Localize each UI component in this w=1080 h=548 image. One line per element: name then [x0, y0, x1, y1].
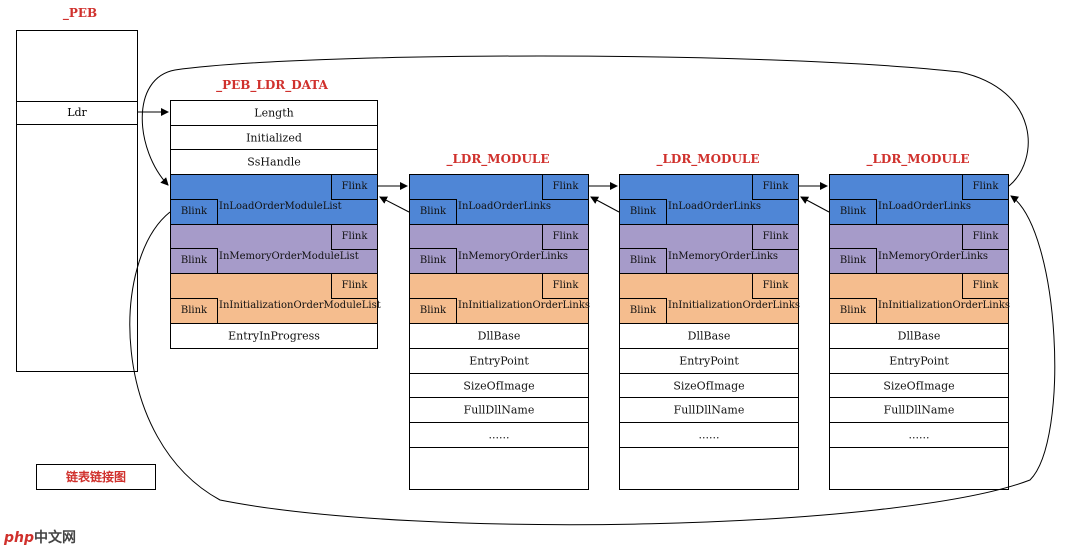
- list-name: InInitializationOrderModuleList: [219, 300, 381, 311]
- peb-title: _PEB: [62, 6, 98, 20]
- blink-arrow-2: [590, 196, 620, 213]
- field-sizeofimage: SizeOfImage: [830, 374, 1008, 398]
- blink-label: Blink: [410, 248, 457, 273]
- field-sizeofimage: SizeOfImage: [410, 374, 588, 398]
- field-entrypoint: EntryPoint: [410, 349, 588, 374]
- field-dllbase: DllBase: [620, 324, 798, 349]
- flink-label: Flink: [331, 225, 377, 250]
- list-name: InMemoryOrderLinks: [878, 251, 989, 262]
- peb-ldr-data-struct: Length Initialized SsHandle Flink InLoad…: [170, 100, 381, 349]
- field-dllbase: DllBase: [830, 324, 1008, 349]
- ldr-module-title-2: _LDR_MODULE: [656, 152, 760, 166]
- field-ellipsis: ......: [830, 423, 1008, 448]
- field-sizeofimage: SizeOfImage: [620, 374, 798, 398]
- blink-label: Blink: [410, 199, 457, 224]
- list-inmemoryorderlinks: Flink InMemoryOrderLinks Blink: [620, 225, 798, 274]
- blink-label: Blink: [620, 298, 667, 323]
- blink-label: Blink: [171, 199, 218, 224]
- flink-label: Flink: [752, 225, 798, 250]
- list-ininitorderlinks: Flink InInitializationOrderLinks Blink: [830, 274, 1011, 324]
- list-inloadorder: Flink InLoadOrderModuleList Blink: [171, 175, 377, 225]
- legend-box: 链表链接图: [36, 464, 156, 490]
- peb-struct: Ldr: [16, 30, 138, 372]
- peb-ldr-label: Ldr: [67, 106, 87, 119]
- blink-label: Blink: [171, 248, 218, 273]
- list-name: InMemoryOrderLinks: [668, 251, 779, 262]
- blink-label: Blink: [620, 248, 667, 273]
- list-ininitorderlinks: Flink InInitializationOrderLinks Blink: [620, 274, 801, 324]
- blink-arrow-1: [379, 196, 410, 213]
- list-ininitorderlinks: Flink InInitializationOrderLinks Blink: [410, 274, 591, 324]
- list-name: InInitializationOrderLinks: [878, 300, 1011, 311]
- list-inmemoryorderlinks: Flink InMemoryOrderLinks Blink: [830, 225, 1008, 274]
- field-entrypoint: EntryPoint: [620, 349, 798, 374]
- list-inloadorderlinks: Flink InLoadOrderLinks Blink: [830, 175, 1008, 225]
- field-sshandle: SsHandle: [171, 150, 377, 175]
- list-name: InLoadOrderLinks: [668, 201, 761, 212]
- list-name: InLoadOrderLinks: [878, 201, 971, 212]
- list-name: InLoadOrderLinks: [458, 201, 551, 212]
- field-dllbase: DllBase: [410, 324, 588, 349]
- field-entryinprogress: EntryInProgress: [228, 329, 320, 343]
- field-ellipsis: ......: [410, 423, 588, 448]
- peb-ldr-field: Ldr: [17, 101, 137, 125]
- list-name: InLoadOrderModuleList: [219, 201, 342, 212]
- ldr-module-title-3: _LDR_MODULE: [866, 152, 970, 166]
- flink-label: Flink: [542, 225, 588, 250]
- list-inloadorderlinks: Flink InLoadOrderLinks Blink: [620, 175, 798, 225]
- field-fulldllname: FullDllName: [620, 398, 798, 423]
- flink-label: Flink: [542, 274, 588, 299]
- field-entrypoint: EntryPoint: [830, 349, 1008, 374]
- ldr-module-2: Flink InLoadOrderLinks Blink Flink InMem…: [619, 174, 801, 490]
- flink-label: Flink: [331, 175, 377, 200]
- flink-label: Flink: [962, 225, 1008, 250]
- flink-label: Flink: [962, 274, 1008, 299]
- list-name: InInitializationOrderLinks: [458, 300, 591, 311]
- field-initialized: Initialized: [171, 126, 377, 150]
- blink-label: Blink: [830, 248, 877, 273]
- field-fulldllname: FullDllName: [830, 398, 1008, 423]
- flink-label: Flink: [752, 274, 798, 299]
- flink-label: Flink: [331, 274, 377, 299]
- list-name: InInitializationOrderLinks: [668, 300, 801, 311]
- blink-arrow-3: [800, 196, 830, 213]
- field-length: Length: [171, 101, 377, 126]
- list-inloadorderlinks: Flink InLoadOrderLinks Blink: [410, 175, 588, 225]
- blink-label: Blink: [830, 199, 877, 224]
- flink-label: Flink: [542, 175, 588, 200]
- list-inmemoryorderlinks: Flink InMemoryOrderLinks Blink: [410, 225, 588, 274]
- wrap-flink-arrow: [141, 55, 1029, 187]
- flink-label: Flink: [752, 175, 798, 200]
- ldr-module-3: Flink InLoadOrderLinks Blink Flink InMem…: [829, 174, 1011, 490]
- field-ellipsis: ......: [620, 423, 798, 448]
- list-inmemoryorder: Flink InMemoryOrderModuleList Blink: [171, 225, 377, 274]
- blink-label: Blink: [410, 298, 457, 323]
- blink-label: Blink: [830, 298, 877, 323]
- wrap-blink-arrow: [129, 195, 1056, 526]
- watermark-site: 中文网: [34, 530, 77, 546]
- list-ininitorder: Flink InInitializationOrderModuleList Bl…: [171, 274, 381, 324]
- field-fulldllname: FullDllName: [410, 398, 588, 423]
- watermark-logo: php中文网: [4, 527, 76, 547]
- watermark-brand: php: [4, 530, 35, 546]
- blink-label: Blink: [620, 199, 667, 224]
- ldr-module-title-1: _LDR_MODULE: [446, 152, 550, 166]
- ldr-module-1: Flink InLoadOrderLinks Blink Flink InMem…: [409, 174, 591, 490]
- list-name: InMemoryOrderModuleList: [219, 251, 359, 262]
- blink-label: Blink: [171, 298, 218, 323]
- flink-label: Flink: [962, 175, 1008, 200]
- peb-ldr-data-title: _PEB_LDR_DATA: [216, 78, 328, 92]
- list-name: InMemoryOrderLinks: [458, 251, 569, 262]
